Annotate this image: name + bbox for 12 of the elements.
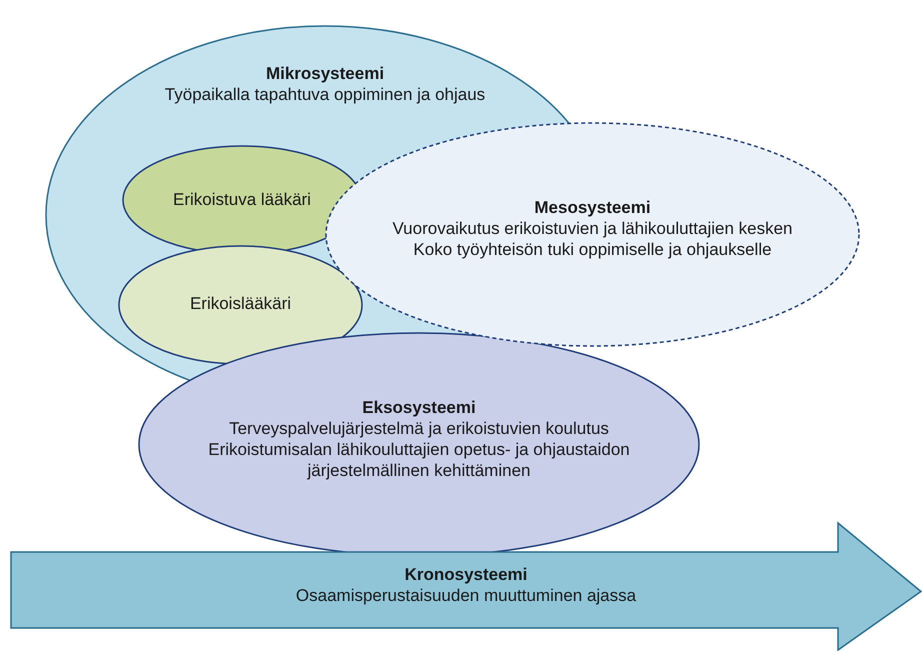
node-text: Erikoistumisalan lähikouluttajien opetus- ja ohjaustaidon järjestelmällinen kehittäminen bbox=[207, 439, 631, 481]
node-title: Eksosysteemi bbox=[361, 397, 477, 418]
node-text: Työpaikalla tapahtuva oppiminen ja ohjaus bbox=[164, 84, 486, 105]
node-text: Erikoistuva lääkäri bbox=[172, 189, 312, 210]
node-title: Kronosysteemi bbox=[404, 564, 528, 585]
node-text: Erikoislääkäri bbox=[188, 293, 292, 314]
node-text: Vuorovaikutus erikoistuvien ja lähikouluttajien kesken bbox=[391, 218, 794, 239]
node-text: Koko työyhteisön tuki oppimiselle ja ohjaukselle bbox=[412, 239, 773, 260]
node-title: Mikrosysteemi bbox=[264, 63, 386, 84]
node-title: Mesosysteemi bbox=[533, 197, 652, 218]
node-text: Osaamisperustaisuuden muuttuminen ajassa bbox=[294, 585, 638, 606]
node-text: Terveyspalvelujärjestelmä ja erikoistuvien koulutus bbox=[228, 418, 610, 439]
